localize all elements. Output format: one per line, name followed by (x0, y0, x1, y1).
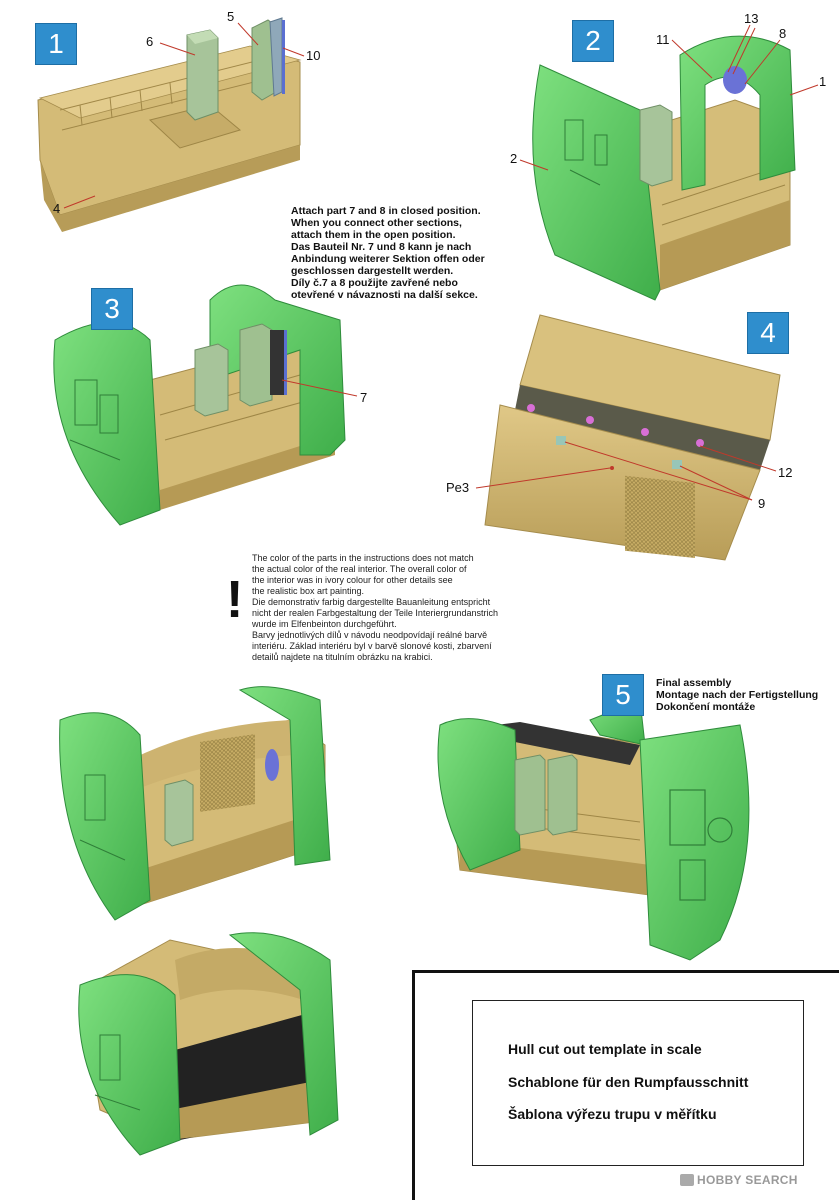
step-badge-5: 5 (602, 674, 644, 716)
final-assembly-cz: Dokončení montáže (656, 701, 756, 713)
color-note-line: interiéru. Základ interiéru byl v barvě … (252, 641, 492, 651)
callout-part-8: 8 (779, 26, 787, 41)
callout-part-10: 10 (306, 48, 321, 63)
color-note-line: nicht der realen Farbgestaltung der Teil… (252, 608, 498, 618)
watermark-brand: HOBBY (697, 1173, 742, 1187)
watermark-logo-icon (680, 1174, 694, 1186)
final-assembly-en: Final assembly (656, 677, 732, 689)
callout-part-12: 12 (778, 465, 793, 480)
step-badge-2: 2 (572, 20, 614, 62)
color-note-line: The color of the parts in the instructio… (252, 553, 474, 563)
step3-hull-assembly (53, 284, 346, 526)
callout-part-13: 13 (744, 11, 759, 26)
final-assembly-de: Montage nach der Fertigstellung (656, 689, 819, 701)
callout-part-1: 1 (819, 74, 827, 89)
callout-part-2: 2 (510, 151, 518, 166)
color-note-line: wurde im Elfenbeinton durchgeführt. (252, 619, 397, 629)
final-assembly-hull (437, 699, 750, 961)
color-note-line: detailů najdete na titulním obrázku na k… (252, 652, 433, 662)
step-badge-3: 3 (91, 288, 133, 330)
step4-wall-assembly (484, 314, 781, 561)
callout-part-4: 4 (53, 201, 61, 216)
warning-exclamation-icon: ! (226, 571, 244, 629)
callout-part-9: 9 (758, 496, 766, 511)
color-note: The color of the parts in the instructio… (252, 553, 498, 663)
attach-note-line: otevřené v návaznosti na další sekce. (291, 289, 478, 301)
step-badge-1: 1 (35, 23, 77, 65)
template-title-en: Hull cut out template in scale (508, 1041, 702, 1057)
callout-part-pe3: Pe3 (446, 480, 470, 495)
color-note-line: Barvy jednotlivých dílů v návodu neodpov… (252, 630, 488, 640)
color-note-line: Die demonstrativ farbig dargestellte Bau… (252, 597, 491, 607)
final-assembly-label: Final assembly Montage nach der Fertigst… (656, 677, 818, 713)
watermark-suffix: SEARCH (745, 1173, 798, 1187)
attach-note-line: geschlossen dargestellt werden. (291, 265, 454, 277)
step2-hull-assembly (532, 35, 796, 301)
callout-part-7: 7 (360, 390, 368, 405)
attach-note-line: When you connect other sections, (291, 217, 462, 229)
step1-floor-assembly (37, 17, 302, 232)
attach-note-line: Das Bauteil Nr. 7 und 8 kann je nach (291, 241, 472, 253)
template-title-de: Schablone für den Rumpfausschnitt (508, 1074, 749, 1090)
color-note-line: the interior was in ivory colour for oth… (252, 575, 453, 585)
closed-hull-bottom (78, 932, 339, 1156)
watermark: HOBBY SEARCH (680, 1173, 798, 1187)
color-note-line: the actual color of the real interior. T… (252, 564, 467, 574)
attach-note: Attach part 7 and 8 in closed position. … (291, 205, 485, 301)
attach-note-line: Attach part 7 and 8 in closed position. (291, 205, 481, 217)
template-outer-frame (412, 970, 839, 1200)
callout-part-6: 6 (146, 34, 154, 49)
attach-note-line: attach them in the open position. (291, 229, 456, 241)
template-inner-box (472, 1000, 804, 1166)
assembled-hull-left (59, 686, 331, 921)
template-title-cz: Šablona výřezu trupu v měřítku (508, 1106, 717, 1122)
callout-part-5: 5 (227, 9, 235, 24)
callout-leaders (63, 22, 819, 501)
step-badge-4: 4 (747, 312, 789, 354)
attach-note-line: Díly č.7 a 8 použijte zavřené nebo (291, 277, 458, 289)
attach-note-line: Anbindung weiterer Sektion offen oder (291, 253, 485, 265)
callout-part-11: 11 (656, 32, 670, 47)
color-note-line: the realistic box art painting. (252, 586, 365, 596)
